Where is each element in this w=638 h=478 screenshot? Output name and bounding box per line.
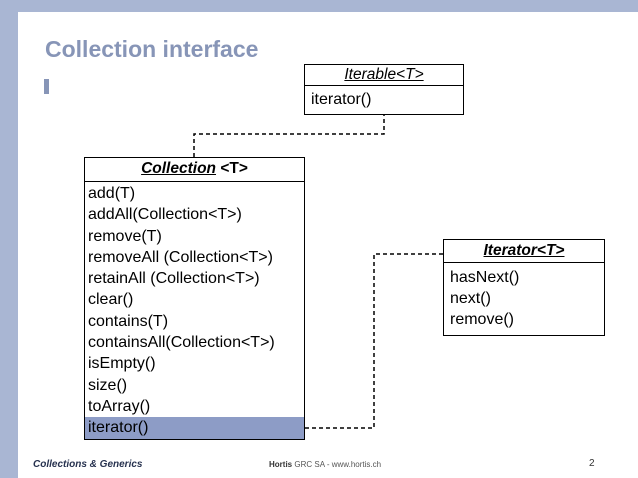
collection-method: add(T) [88, 185, 136, 202]
iterable-class-title: Iterable<T> [305, 65, 463, 86]
bullet-marker [44, 79, 49, 94]
collection-class-title: Collection <T> [85, 158, 304, 182]
collection-method: remove(T) [88, 227, 162, 245]
footer-company-name: Hortis [269, 460, 293, 469]
iterable-method-list: iterator() [305, 86, 463, 110]
footer-company-site: GRC SA - www.hortis.ch [294, 460, 382, 469]
iterator-method: hasNext() [450, 269, 520, 286]
iterable-class-box: Iterable<T> iterator() [304, 64, 464, 115]
collection-method: size() [88, 376, 128, 394]
collection-method: toArray() [88, 397, 151, 415]
collection-class-name: Collection [141, 160, 217, 177]
collection-method: removeAll (Collection<T>) [88, 248, 273, 266]
footer-company: Hortis GRC SA - www.hortis.ch [269, 460, 381, 469]
iterator-method: next() [450, 290, 491, 307]
collection-class-box: Collection <T> add(T) addAll(Collection<… [84, 157, 305, 440]
collection-method-list: add(T) addAll(Collection<T>) remove(T) r… [85, 182, 304, 439]
collection-method-highlighted: iterator() [85, 417, 304, 439]
iterable-method: iterator() [311, 91, 372, 108]
collection-method: clear() [88, 291, 134, 309]
iterator-class-title: Iterator<T> [444, 240, 604, 263]
iterator-method: remove() [450, 311, 515, 328]
collection-type-param: <T> [220, 160, 248, 177]
connector-collection-to-iterable [193, 115, 385, 157]
collection-method: isEmpty() [88, 355, 156, 373]
collection-method: contains(T) [88, 312, 169, 330]
top-frame-band [0, 0, 638, 12]
left-frame-band [0, 0, 18, 478]
iterator-method-list: hasNext() next() remove() [444, 263, 604, 330]
collection-method: retainAll (Collection<T>) [88, 270, 260, 288]
collection-method: addAll(Collection<T>) [88, 206, 242, 224]
slide-title: Collection interface [45, 36, 259, 62]
iterator-class-box: Iterator<T> hasNext() next() remove() [443, 239, 605, 336]
page-number: 2 [589, 458, 595, 469]
connector-iterator-method-to-iterator [305, 253, 443, 429]
collection-method: containsAll(Collection<T>) [88, 334, 275, 352]
footer-course-title: Collections & Generics [33, 459, 143, 470]
